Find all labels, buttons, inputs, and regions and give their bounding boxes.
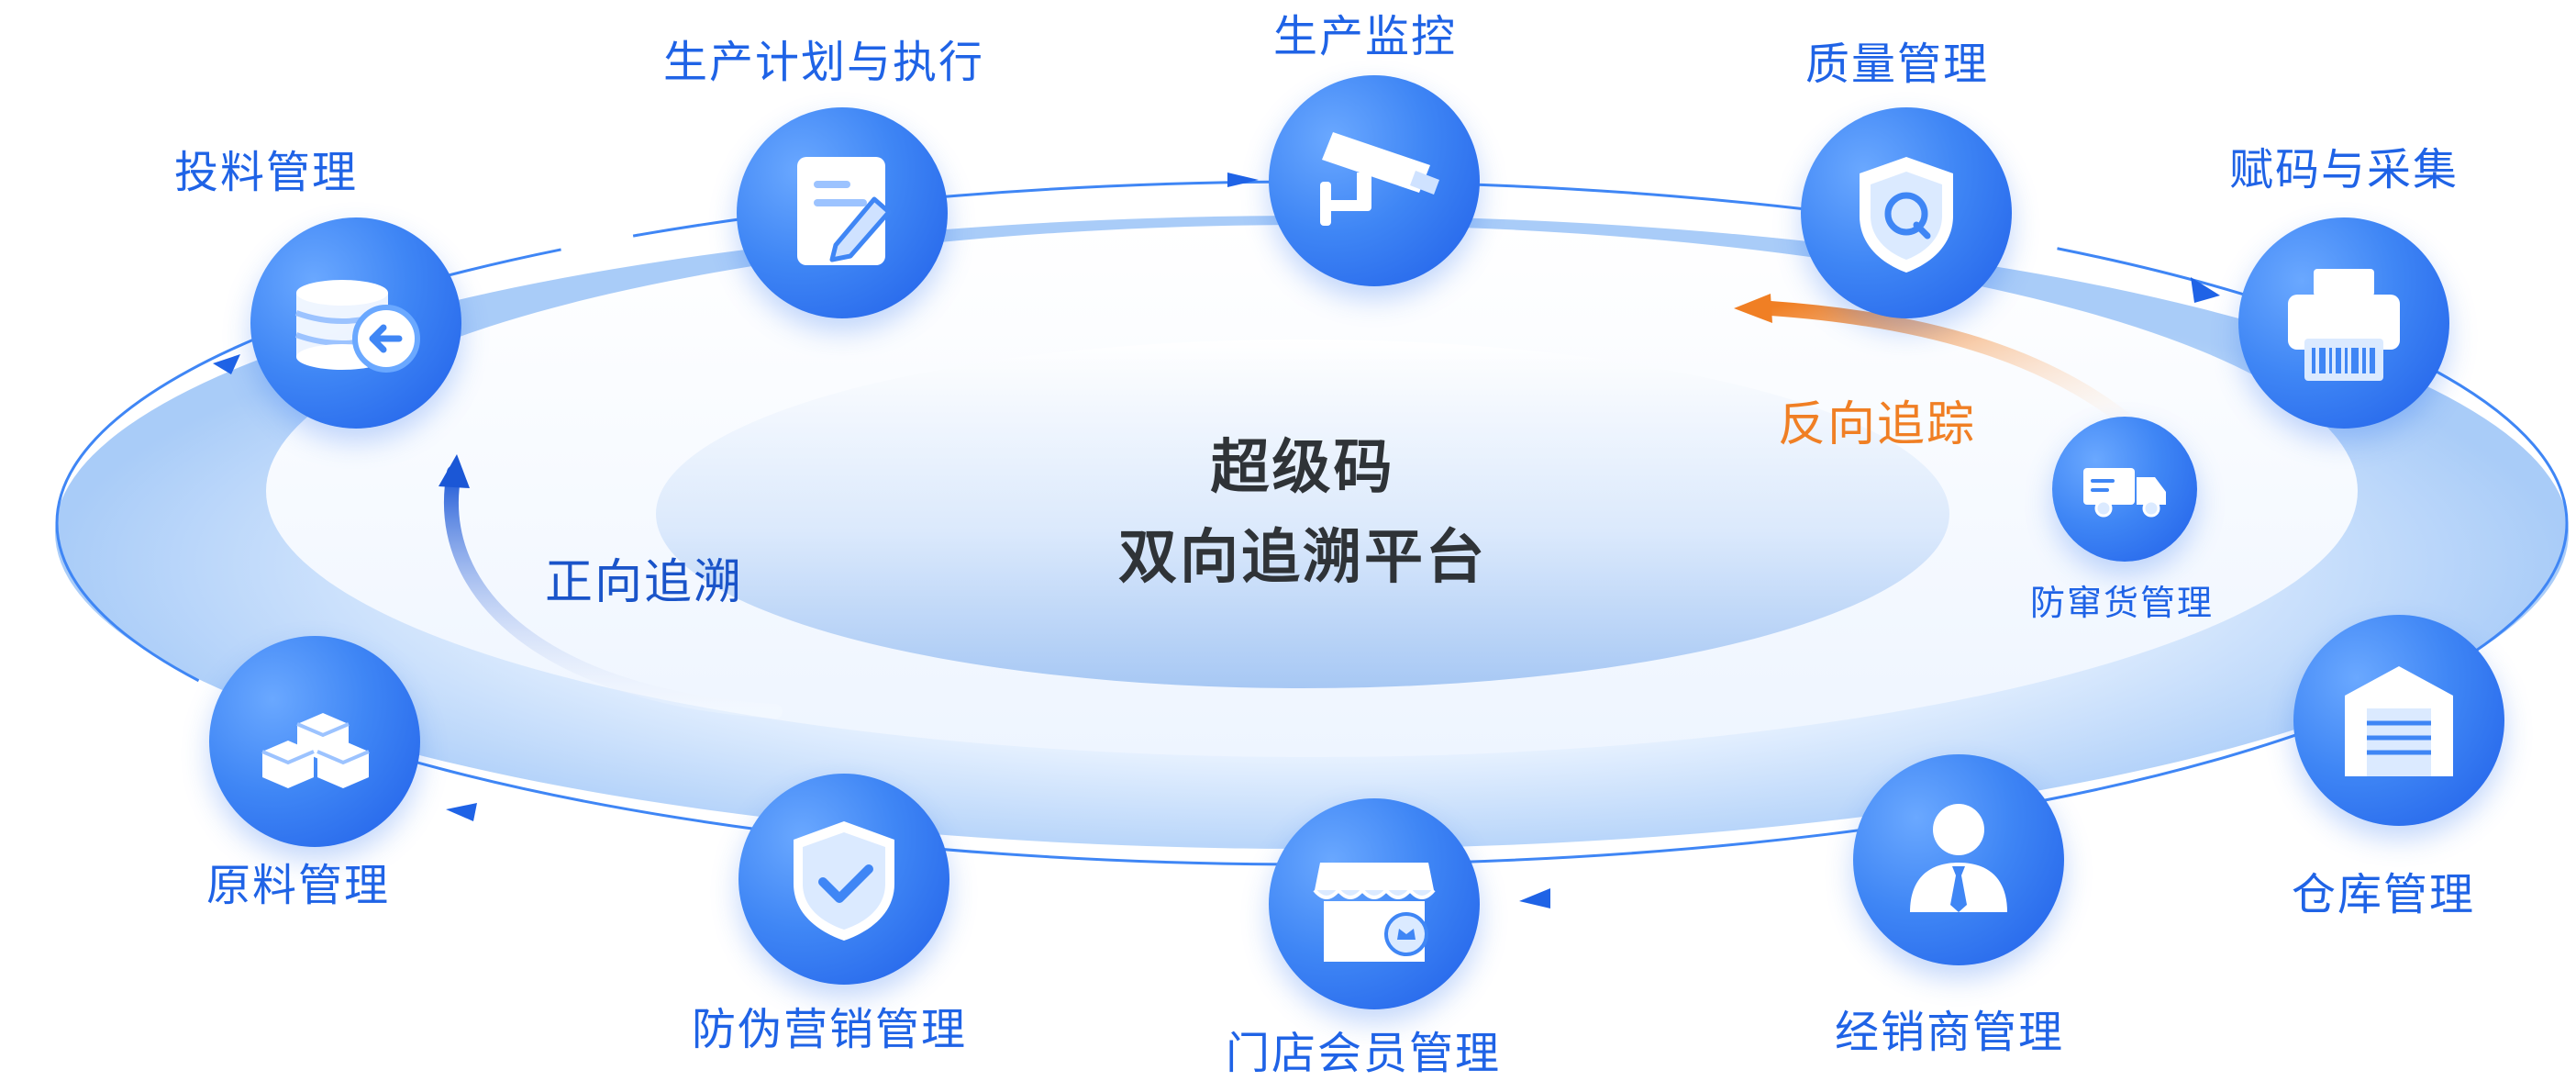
dealer-person-icon [1910,804,2007,912]
node-raw-material-management[interactable] [209,636,420,847]
quality-shield-icon [1860,157,1953,273]
label-production-monitoring: 生产监控 [1272,11,1458,62]
reverse-trace-label: 反向追踪 [1778,397,1977,452]
shield-check-icon [794,821,894,941]
label-anti-diversion: 防窜货管理 [2029,583,2215,623]
surveillance-camera-icon [1320,132,1439,226]
node-anti-counterfeit-marketing[interactable] [738,774,949,985]
node-quality-management[interactable] [1801,107,2012,318]
label-dealer-management: 经销商管理 [1834,1007,2065,1058]
database-inbound-icon [294,280,420,373]
node-coding-collection[interactable] [2238,217,2449,429]
barcode-printer-icon [2288,269,2400,381]
label-warehouse-management: 仓库管理 [2291,869,2476,920]
boxes-icon [261,713,370,788]
label-feeding-management: 投料管理 [173,147,359,198]
label-production-planning: 生产计划与执行 [662,37,985,88]
label-anti-counterfeit-marketing: 防伪营销管理 [691,1004,968,1055]
center-title-line2: 双向追溯平台 [1118,524,1487,592]
store-member-icon [1313,863,1436,962]
warehouse-icon [2345,666,2453,776]
node-store-member-management[interactable] [1269,798,1480,1009]
node-feeding-management[interactable] [250,217,461,429]
document-edit-icon [797,157,892,265]
label-store-member-management: 门店会员管理 [1225,1028,1502,1079]
node-warehouse-management[interactable] [2293,615,2504,826]
node-production-monitoring[interactable] [1269,75,1480,286]
delivery-truck-icon [2083,468,2166,518]
forward-trace-label: 正向追溯 [545,555,744,610]
node-production-planning[interactable] [737,107,948,318]
label-raw-material-management: 原料管理 [205,860,391,911]
center-title-line1: 超级码 [1210,434,1395,502]
node-dealer-management[interactable] [1853,754,2064,965]
label-coding-collection: 赋码与采集 [2228,144,2459,195]
node-anti-diversion[interactable] [2052,417,2197,562]
label-quality-management: 质量管理 [1804,39,1990,90]
